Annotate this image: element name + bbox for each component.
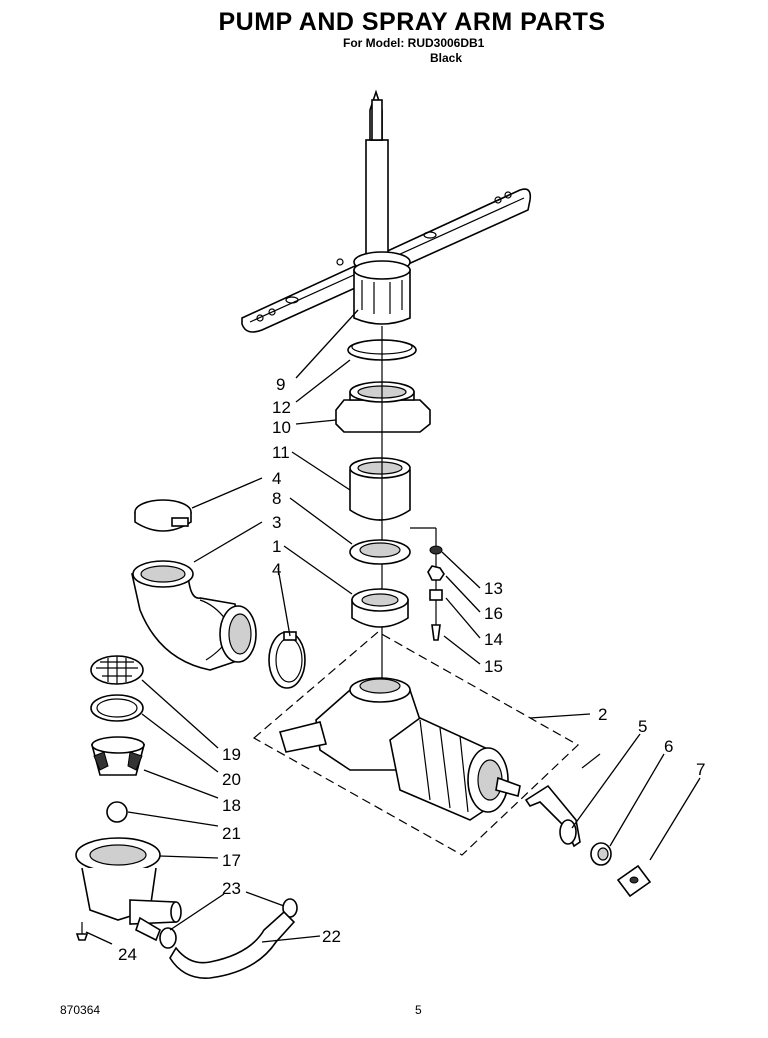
seal-8 bbox=[349, 539, 411, 565]
document-number: 870364 bbox=[60, 1003, 101, 1017]
page-title: PUMP AND SPRAY ARM PARTS bbox=[0, 8, 768, 37]
clamp-4-upper bbox=[134, 499, 192, 532]
callout-2: 2 bbox=[598, 705, 607, 724]
callout-5: 5 bbox=[638, 717, 647, 736]
callout-14: 14 bbox=[484, 630, 503, 649]
callout-3: 3 bbox=[272, 513, 281, 532]
callout-9: 9 bbox=[276, 375, 285, 394]
callout-10: 10 bbox=[272, 418, 291, 437]
callout-22: 22 bbox=[322, 927, 341, 946]
drain-hose-22 bbox=[169, 910, 296, 979]
callout-13: 13 bbox=[484, 579, 503, 598]
callout-1: 1 bbox=[272, 537, 281, 556]
callout-24: 24 bbox=[118, 945, 137, 964]
callout-16: 16 bbox=[484, 604, 503, 623]
housing-11 bbox=[349, 457, 411, 521]
callout-11: 11 bbox=[272, 443, 290, 462]
leader-lines bbox=[85, 309, 701, 945]
callout-20: 20 bbox=[222, 770, 241, 789]
plate-7 bbox=[616, 864, 652, 898]
filter-screen-19 bbox=[90, 655, 144, 685]
callout-23: 23 bbox=[222, 879, 241, 898]
callout-6: 6 bbox=[664, 737, 673, 756]
model-line: For Model: RUD3006DB1 bbox=[343, 36, 485, 50]
seal-ring-20 bbox=[90, 694, 144, 722]
callout-15: 15 bbox=[484, 657, 503, 676]
screw-24 bbox=[75, 922, 89, 941]
callout-4-upper: 4 bbox=[272, 469, 281, 488]
callout-4-lower: 4 bbox=[272, 560, 281, 579]
nut-10 bbox=[335, 381, 431, 433]
valve-body-18 bbox=[90, 736, 146, 776]
callout-7: 7 bbox=[696, 760, 705, 779]
callouts: 9 12 10 11 4 8 3 1 4 13 16 14 15 2 5 6 7… bbox=[118, 375, 705, 964]
callout-18: 18 bbox=[222, 796, 241, 815]
clamp-4-lower bbox=[268, 631, 306, 689]
ball-21 bbox=[106, 801, 128, 823]
spray-arm bbox=[241, 89, 532, 333]
callout-8: 8 bbox=[272, 489, 281, 508]
callout-19: 19 bbox=[222, 745, 241, 764]
callout-12: 12 bbox=[272, 398, 291, 417]
callout-21: 21 bbox=[222, 824, 241, 843]
pump-motor-assembly bbox=[252, 631, 580, 856]
hardware-parts bbox=[410, 527, 445, 641]
seal-1 bbox=[351, 588, 409, 628]
bushing-6 bbox=[590, 842, 612, 866]
page-number: 5 bbox=[415, 1003, 422, 1017]
elbow-hose-3 bbox=[131, 560, 257, 671]
bracket-5 bbox=[524, 753, 601, 848]
page-title-text: PUMP AND SPRAY ARM PARTS bbox=[218, 8, 606, 36]
callout-17: 17 bbox=[222, 851, 241, 870]
sump-housing-17 bbox=[75, 837, 182, 942]
clamp-23 bbox=[159, 898, 298, 949]
color-label: Black bbox=[430, 51, 463, 65]
